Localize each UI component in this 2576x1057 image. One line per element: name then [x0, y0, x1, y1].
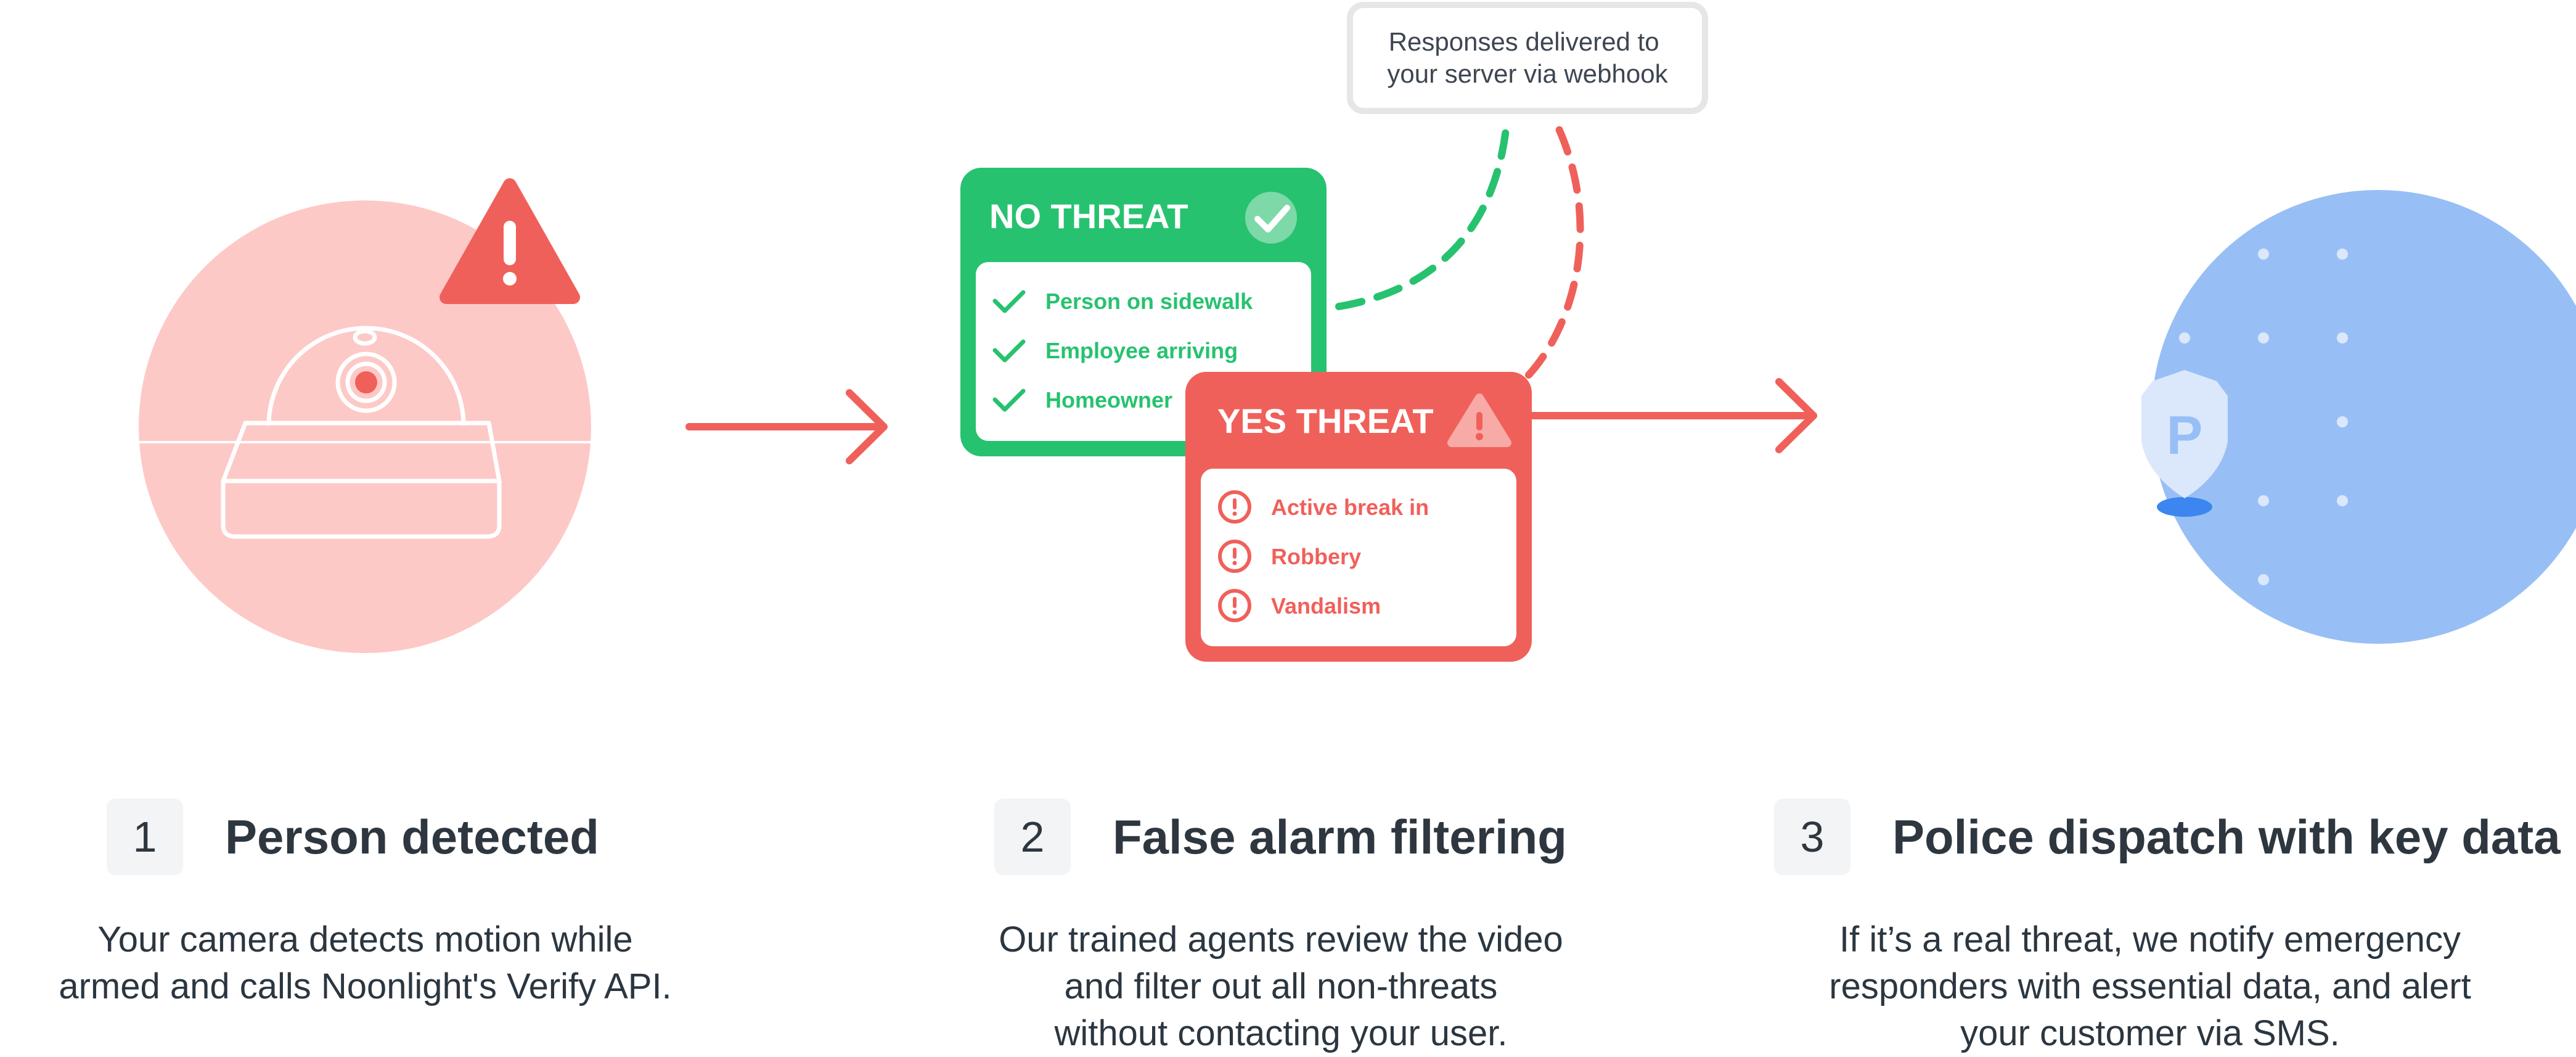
map-circle [2151, 190, 2576, 644]
warning-triangle-icon [1447, 393, 1511, 447]
bubble-text: Responses delivered to your server via w… [1387, 27, 1668, 88]
webhook-line-green [1335, 113, 1511, 310]
no-threat-item: Person on sidewalk [1045, 289, 1253, 314]
check-circle-icon [1245, 192, 1297, 244]
yes-threat-item: Active break in [1271, 495, 1429, 520]
step-1: 1 Person detected [107, 799, 599, 875]
webhook-line-red [1525, 113, 1584, 379]
webhook-bubble: Responses delivered to your server via w… [1347, 2, 1708, 114]
yes-threat-card: YES THREAT Active break in Robbery Vanda… [1185, 372, 1532, 662]
step-3: 3 Police dispatch with key data [1774, 799, 2561, 875]
no-threat-title: NO THREAT [989, 197, 1188, 236]
arrow-right-icon [1528, 378, 1817, 453]
step-title: Person detected [225, 809, 599, 864]
yes-threat-item: Vandalism [1271, 593, 1381, 619]
yes-threat-item: Robbery [1271, 544, 1361, 569]
no-threat-item: Homeowner [1045, 387, 1172, 413]
step-description: If it’s a real threat, we notify emergen… [1829, 919, 2471, 1053]
badge-letter: P [2167, 405, 2203, 466]
warning-triangle-icon [440, 178, 580, 304]
step-number: 1 [107, 799, 183, 875]
camera-icon [221, 326, 502, 539]
step-number: 2 [994, 799, 1071, 875]
step-2: 2 False alarm filtering [994, 799, 1567, 875]
step-description: Your camera detects motion while armed a… [59, 919, 672, 1006]
camera-illustration [139, 178, 591, 653]
alert-circle-icon [1218, 490, 1251, 622]
camera-circle [139, 200, 591, 653]
map-illustration: P [2141, 190, 2576, 644]
route-line [2151, 336, 2162, 505]
step-description: Our trained agents review the video and … [999, 919, 1563, 1053]
step-title: False alarm filtering [1113, 809, 1567, 864]
step-number: 3 [1774, 799, 1850, 875]
check-icon [992, 290, 1026, 412]
police-badge-icon: P [2141, 370, 2228, 498]
step-title: Police dispatch with key data [1892, 809, 2561, 864]
no-threat-item: Employee arriving [1045, 338, 1238, 363]
arrow-right-icon [685, 389, 888, 464]
yes-threat-title: YES THREAT [1217, 401, 1434, 440]
